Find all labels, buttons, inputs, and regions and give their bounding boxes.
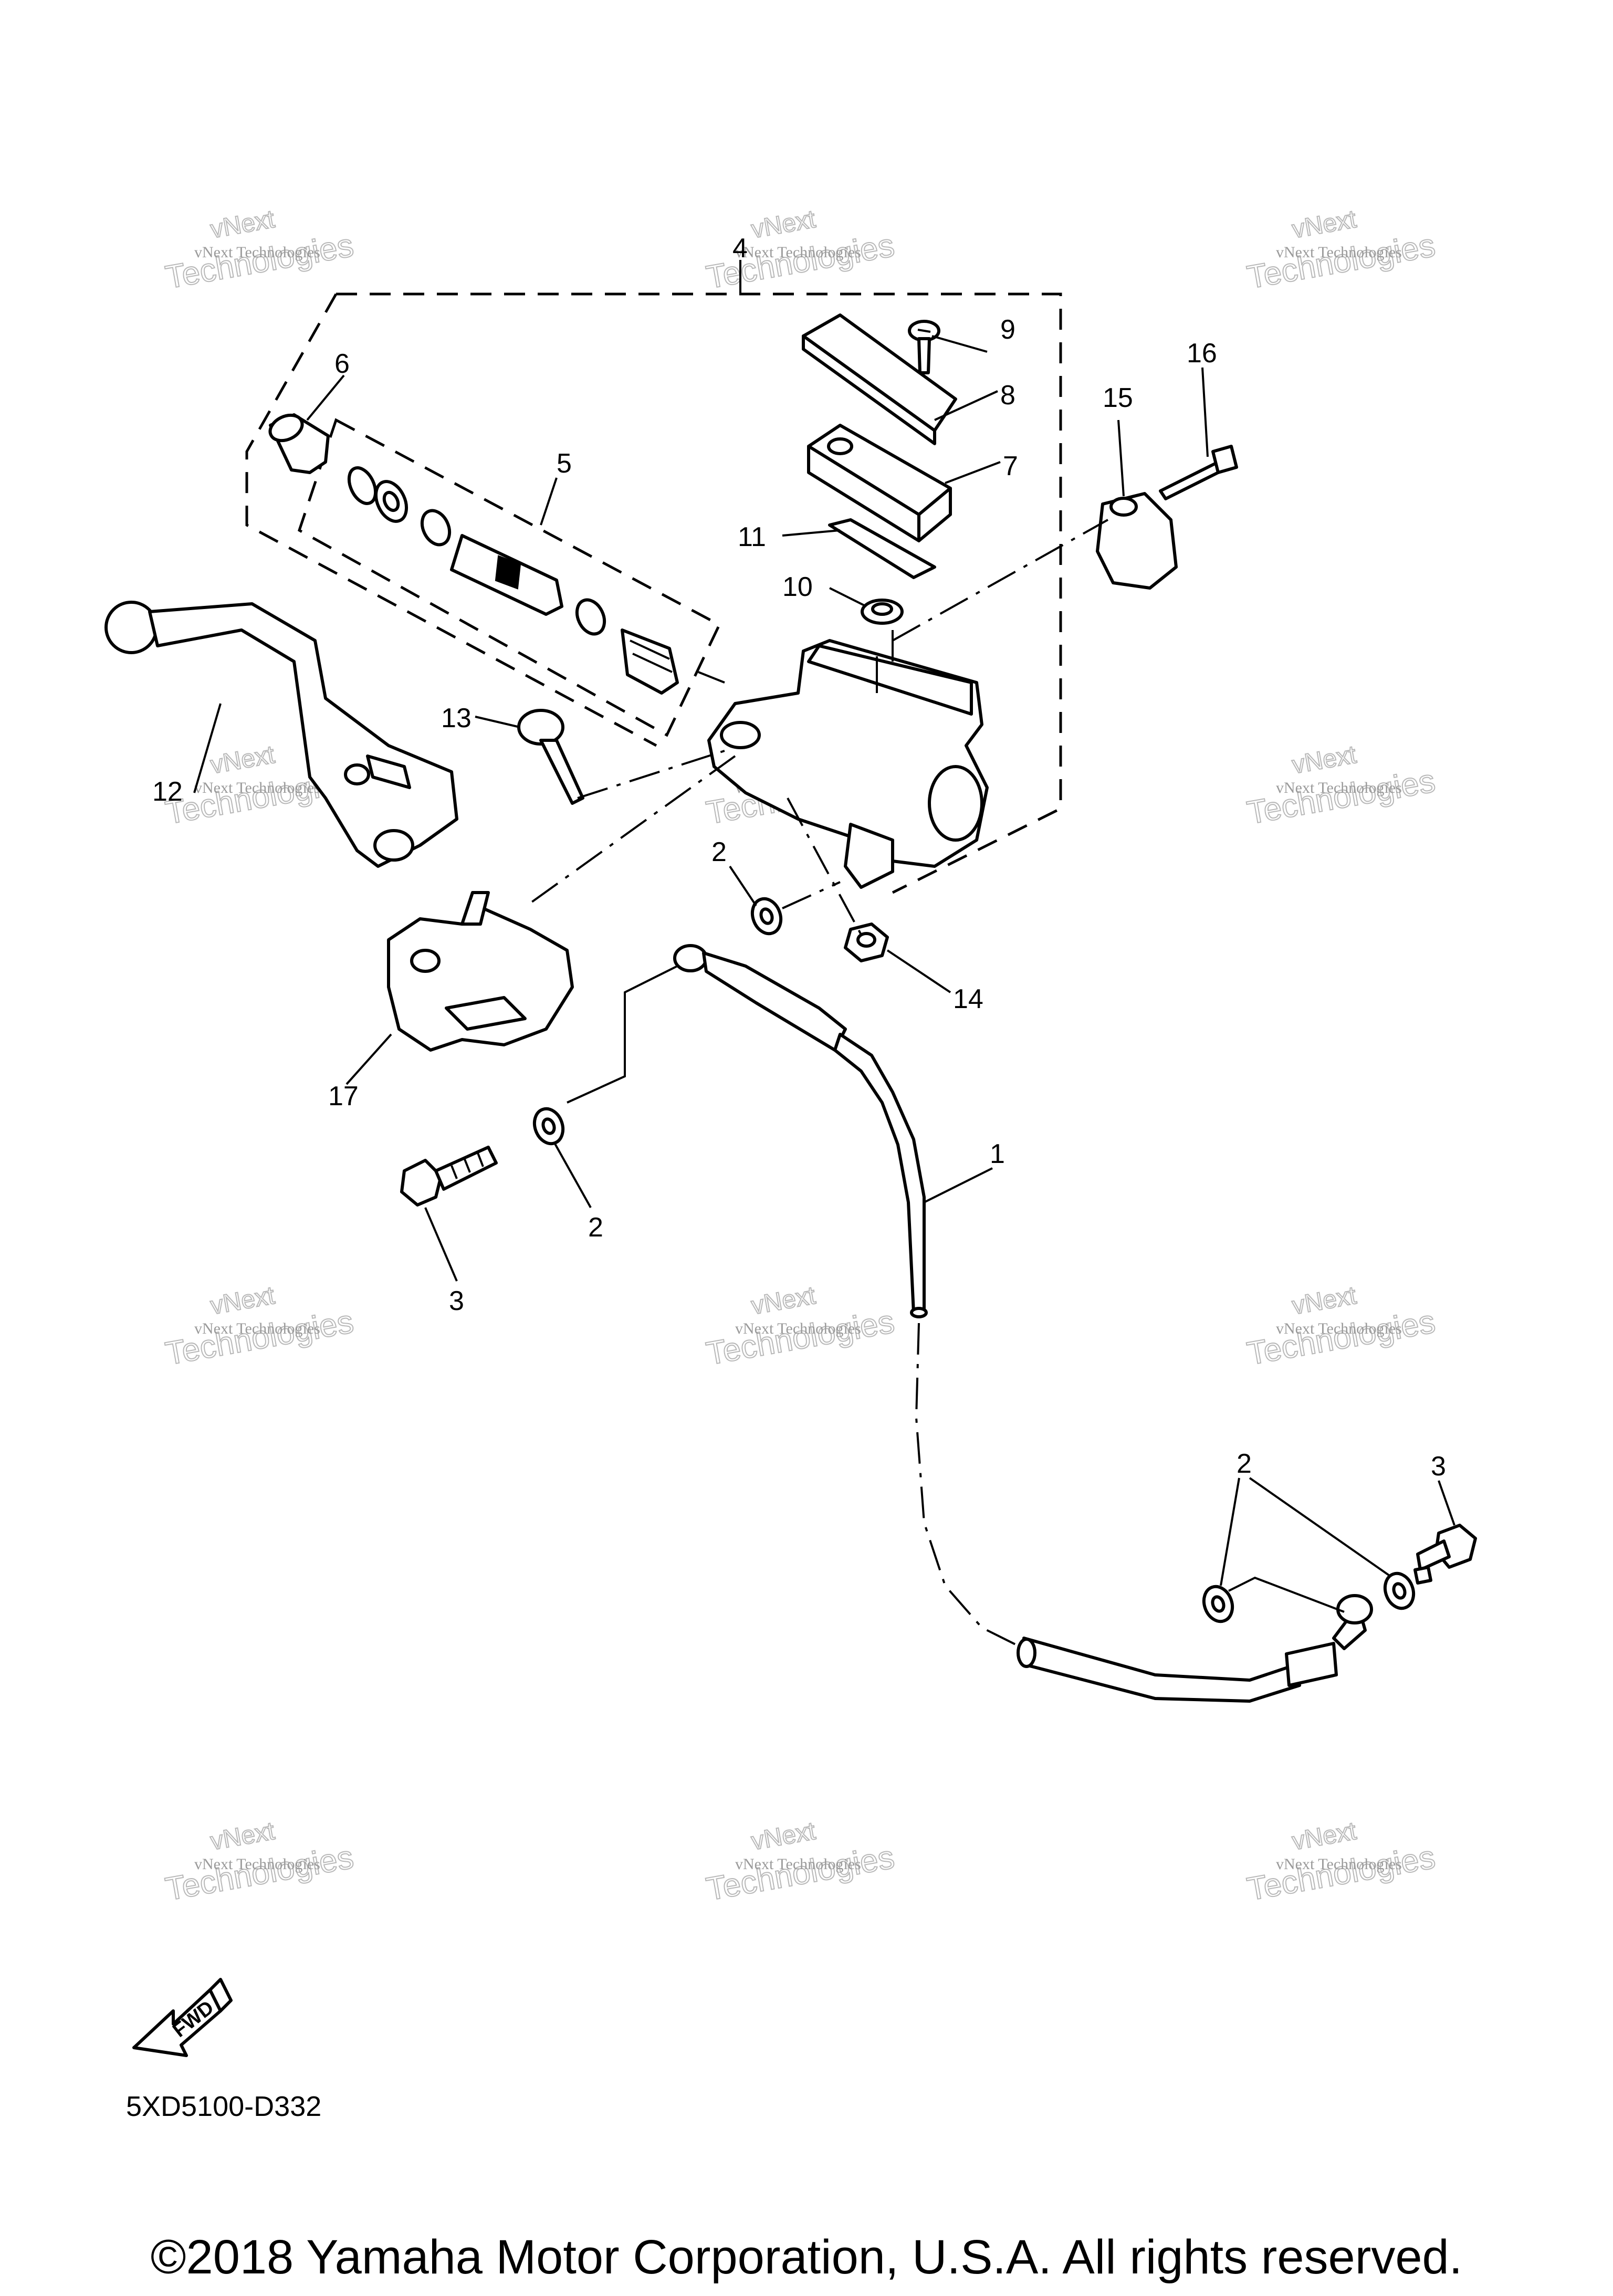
svg-text:vNext: vNext [749, 205, 818, 244]
bolt-part-16 [1159, 445, 1238, 500]
svg-text:vNext Technologies: vNext Technologies [1276, 1320, 1402, 1337]
callout-2a: 2 [711, 837, 727, 867]
svg-text:vNext Technologies: vNext Technologies [1276, 1855, 1402, 1873]
svg-text:vNext: vNext [749, 1817, 818, 1856]
callout-14: 14 [953, 984, 983, 1014]
svg-text:vNext Technologies: vNext Technologies [194, 1320, 320, 1337]
svg-text:Technologies: Technologies [163, 227, 356, 296]
nut-part-14 [844, 922, 889, 962]
svg-text:vNext Technologies: vNext Technologies [194, 1855, 320, 1873]
washer-part-2 [532, 1107, 565, 1146]
diaphragm-part-11 [828, 518, 936, 579]
svg-text:vNext: vNext [1290, 205, 1358, 244]
svg-text:vNext: vNext [208, 741, 277, 780]
svg-text:vNext: vNext [208, 1817, 277, 1856]
svg-text:vNext Technologies: vNext Technologies [735, 1320, 861, 1337]
watermark: Technologies vNext vNext Technologies [1244, 205, 1438, 297]
watermark: Technologies vNext vNext Technologies [162, 1281, 357, 1373]
watermark: Technologies vNext vNext Technologies [1244, 740, 1438, 832]
svg-text:vNext Technologies: vNext Technologies [1276, 244, 1402, 261]
watermark: Technologies vNext vNext Technologies [1244, 1281, 1438, 1373]
screw-part-9 [908, 320, 940, 374]
brake-hose-part-1 [673, 944, 1373, 1703]
copyright-notice: ©2018 Yamaha Motor Corporation, U.S.A. A… [151, 2230, 1462, 2284]
watermark: Technologies vNext vNext Technologies [1244, 1817, 1438, 1909]
callout-5: 5 [557, 448, 572, 479]
cover-part-8 [802, 313, 957, 445]
svg-text:Technologies: Technologies [163, 1839, 356, 1908]
callout-12: 12 [152, 777, 183, 807]
master-cylinder-body-part-4 [707, 639, 989, 889]
centerlines [529, 519, 1345, 1613]
washer-part-2 [1202, 1585, 1234, 1623]
callout-15: 15 [1103, 383, 1133, 413]
watermark: Technologies vNext vNext Technologies [162, 1817, 357, 1909]
callout-16: 16 [1187, 338, 1217, 369]
assembly-boundary-4 [245, 292, 1062, 894]
callout-8: 8 [1000, 380, 1015, 411]
svg-text:vNext: vNext [208, 1282, 277, 1320]
clamp-part-17 [387, 891, 574, 1052]
boot-part-6 [268, 413, 330, 474]
callout-6: 6 [334, 349, 350, 379]
callout-9: 9 [1000, 314, 1015, 345]
svg-text:vNext: vNext [1290, 741, 1358, 780]
callout-13: 13 [441, 703, 472, 733]
callout-3b: 3 [1431, 1451, 1446, 1482]
svg-text:Technologies: Technologies [1244, 763, 1438, 832]
callout-3a: 3 [449, 1286, 464, 1316]
diagram-code: 5XD5100-D332 [126, 2091, 321, 2122]
watermarks: Technologies vNext vNext Technologies Te… [162, 205, 1438, 1909]
callout-2c: 2 [1237, 1449, 1252, 1479]
holder-part-7 [807, 424, 952, 542]
callout-2b: 2 [588, 1212, 603, 1243]
callout-1: 1 [990, 1139, 1005, 1169]
svg-text:vNext: vNext [1290, 1282, 1358, 1320]
svg-text:Technologies: Technologies [704, 1839, 897, 1908]
svg-text:vNext: vNext [1290, 1817, 1358, 1856]
callout-4: 4 [732, 233, 748, 264]
svg-text:Technologies: Technologies [1244, 227, 1438, 296]
svg-text:Technologies: Technologies [163, 1304, 356, 1372]
svg-text:vNext Technologies: vNext Technologies [194, 244, 320, 261]
piston-kit-part-5 [347, 466, 679, 695]
callout-17: 17 [328, 1081, 359, 1112]
watermark: Technologies vNext vNext Technologies [703, 1281, 897, 1373]
callout-10: 10 [782, 572, 813, 602]
lever-part-12 [104, 601, 458, 868]
svg-text:Technologies: Technologies [1244, 1839, 1438, 1908]
svg-text:Technologies: Technologies [704, 1304, 897, 1372]
pivot-bolt-part-13 [517, 709, 584, 805]
svg-text:vNext Technologies: vNext Technologies [735, 1855, 861, 1873]
svg-text:vNext Technologies: vNext Technologies [735, 244, 861, 261]
svg-text:vNext Technologies: vNext Technologies [1276, 779, 1402, 796]
leader-lines [193, 260, 1455, 1586]
svg-text:Technologies: Technologies [1244, 1304, 1438, 1372]
bracket-part-15 [1096, 492, 1178, 590]
svg-text:vNext: vNext [208, 205, 277, 244]
union-bolt-part-3 [1413, 1524, 1477, 1585]
grommet-part-10 [861, 599, 904, 625]
watermark: Technologies vNext vNext Technologies [703, 1817, 897, 1909]
svg-text:vNext: vNext [749, 1282, 818, 1320]
washer-part-2 [750, 897, 783, 936]
svg-text:vNext Technologies: vNext Technologies [194, 779, 320, 796]
piston-kit-boundary-5 [297, 418, 721, 737]
fwd-arrow-icon: FWD [132, 1978, 233, 2057]
callouts: 4 9 8 7 16 15 6 5 11 10 13 12 2 14 17 1 … [152, 233, 1446, 1482]
callout-7: 7 [1003, 451, 1018, 481]
union-bolt-part-3 [400, 1146, 498, 1207]
watermark: Technologies vNext vNext Technologies [162, 205, 357, 297]
callout-11: 11 [738, 522, 766, 552]
washer-part-2 [1383, 1571, 1416, 1610]
